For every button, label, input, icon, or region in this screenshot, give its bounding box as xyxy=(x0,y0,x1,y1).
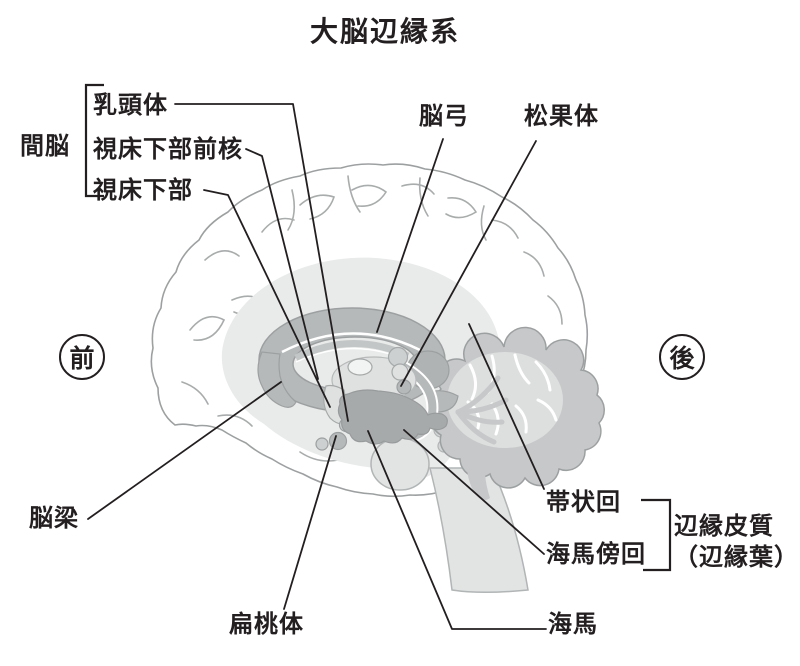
leader-hippocampus xyxy=(367,430,547,630)
label-limbic-cortex: 辺縁皮質 （辺縁葉） xyxy=(674,511,799,573)
orientation-back-badge: 後 xyxy=(659,334,705,380)
cerebellum xyxy=(427,326,605,500)
arbor-vitae xyxy=(455,375,509,445)
leader-parahippocampal-gyrus xyxy=(403,429,545,555)
label-parahippocampal-gyrus: 海馬傍回 xyxy=(546,541,646,568)
label-amygdala: 扁桃体 xyxy=(229,611,304,638)
label-pineal-body: 松果体 xyxy=(524,103,599,130)
genu xyxy=(257,351,297,408)
leader-fornix xyxy=(376,138,444,333)
label-corpus-callosum: 脳梁 xyxy=(29,505,79,532)
deep-structures xyxy=(315,346,448,451)
limbic-cortex-bracket xyxy=(641,498,672,572)
label-hypothalamus: 視床下部 xyxy=(93,177,193,204)
leader-hypothalamus xyxy=(203,189,331,408)
leader-pineal-body xyxy=(400,140,537,387)
label-hippocampus: 海馬 xyxy=(548,611,598,638)
orientation-front-badge: 前 xyxy=(59,334,105,380)
leader-amygdala xyxy=(283,435,337,610)
label-cingulate-gyrus: 帯状回 xyxy=(546,489,621,516)
label-mammillary-body: 乳頭体 xyxy=(93,92,168,119)
label-diencephalon: 間脳 xyxy=(20,133,70,160)
leader-anterior-hypothalamic-nucleus xyxy=(245,148,319,380)
label-fornix: 脳弓 xyxy=(419,103,469,130)
orientation-front-label: 前 xyxy=(69,345,95,373)
leader-cingulate-gyrus xyxy=(468,323,545,490)
diagram-title: 大脳辺縁系 xyxy=(309,16,461,47)
orientation-back-label: 後 xyxy=(669,345,695,373)
leader-mammillary-body xyxy=(174,103,349,422)
label-limbic-cortex-line2: （辺縁葉） xyxy=(674,544,799,571)
leader-corpus-callosum xyxy=(87,381,282,520)
label-limbic-cortex-line1: 辺縁皮質 xyxy=(674,513,774,540)
diencephalon-bracket xyxy=(84,83,104,198)
label-anterior-hypothalamic-nucleus: 視床下部前核 xyxy=(93,136,243,163)
hippocampus-shape xyxy=(337,389,448,445)
